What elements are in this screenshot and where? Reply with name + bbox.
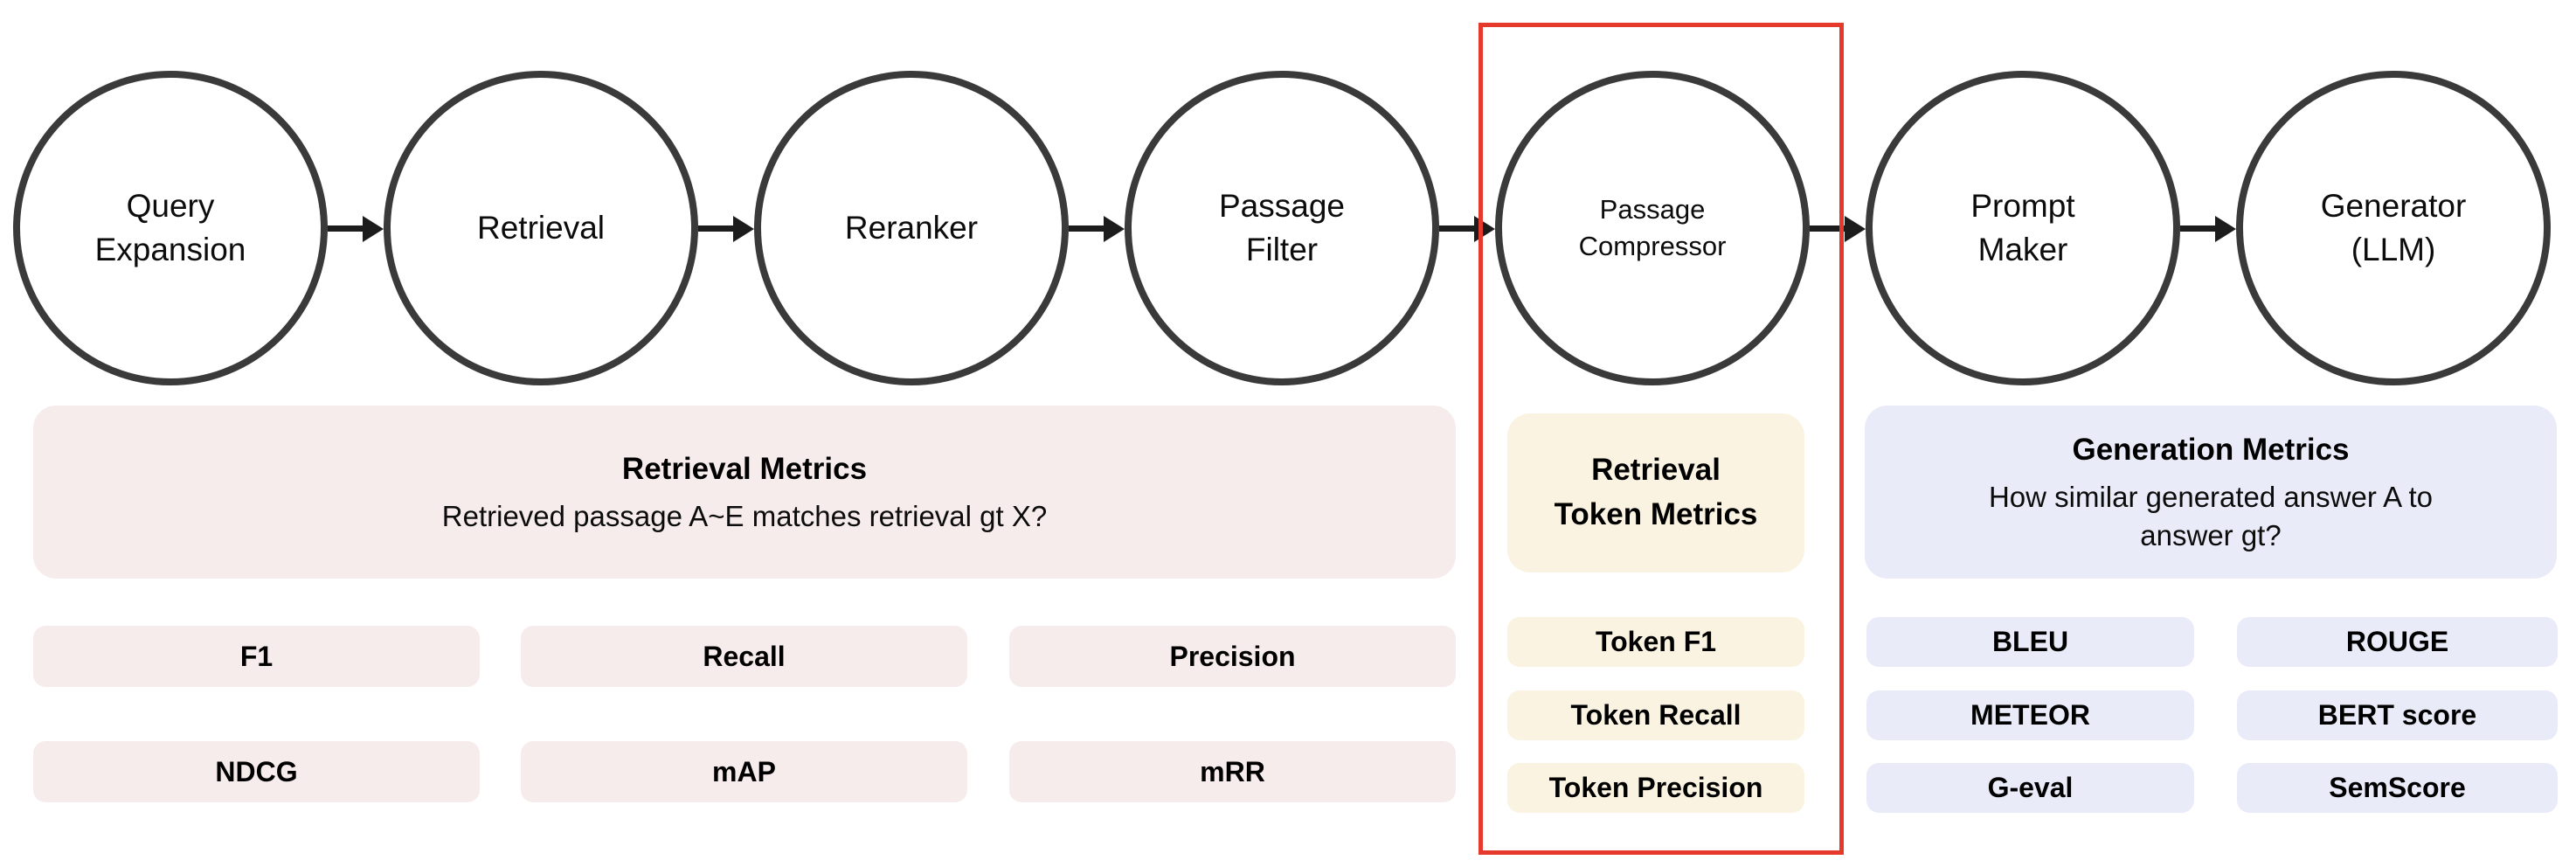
pill-mrr: mRR <box>1009 741 1456 802</box>
retrieval-metrics-subtitle: Retrieved passage A~E matches retrieval … <box>441 500 1048 533</box>
retrieval-metrics-panel: Retrieval Metrics Retrieved passage A~E … <box>33 406 1456 579</box>
generation-metrics-subtitle: How similar generated answer A to answer… <box>1988 480 2434 552</box>
node-label-query-expansion: Query Expansion <box>94 188 246 267</box>
pill-semscore: SemScore <box>2237 763 2558 813</box>
retrieval-metrics-title: Retrieval Metrics <box>621 452 868 487</box>
node-reranker: Reranker <box>754 71 1069 385</box>
node-label-passage-compressor: Passage Compressor <box>1578 194 1727 261</box>
generation-metrics-panel: Generation Metrics How similar generated… <box>1865 406 2557 579</box>
pill-bert-score: BERT score <box>2237 690 2558 740</box>
pill-bleu: BLEU <box>1866 617 2194 667</box>
node-prompt-maker: Prompt Maker <box>1866 71 2180 385</box>
arrow-right-icon <box>1069 225 1104 232</box>
arrow-right-icon <box>2180 225 2215 232</box>
arrow-right-icon <box>328 225 363 232</box>
node-passage-filter: Passage Filter <box>1125 71 1439 385</box>
node-label-prompt-maker: Prompt Maker <box>1970 188 2075 267</box>
retrieval-token-metrics-panel: Retrieval Token Metrics <box>1507 413 1804 572</box>
node-label-passage-filter: Passage Filter <box>1219 188 1345 267</box>
generation-metrics-title: Generation Metrics <box>2072 433 2350 468</box>
pill-ndcg: NDCG <box>33 741 480 802</box>
retrieval-token-metrics-title: Retrieval Token Metrics <box>1554 453 1758 531</box>
node-label-generator-llm: Generator (LLM) <box>2320 188 2467 267</box>
pill-precision: Precision <box>1009 626 1456 687</box>
arrow-right-icon <box>1439 225 1474 232</box>
passage-compressor-highlight-box <box>1478 23 1844 855</box>
pill-f1: F1 <box>33 626 480 687</box>
node-label-retrieval: Retrieval <box>477 210 605 246</box>
pill-map: mAP <box>521 741 967 802</box>
node-retrieval: Retrieval <box>384 71 698 385</box>
node-query-expansion: Query Expansion <box>13 71 328 385</box>
pill-token-recall: Token Recall <box>1507 690 1804 740</box>
pill-meteor: METEOR <box>1866 690 2194 740</box>
pill-token-precision: Token Precision <box>1507 763 1804 813</box>
arrow-right-icon <box>698 225 733 232</box>
pill-recall: Recall <box>521 626 967 687</box>
pill-g-eval: G-eval <box>1866 763 2194 813</box>
node-label-reranker: Reranker <box>844 210 979 246</box>
pill-token-f1: Token F1 <box>1507 617 1804 667</box>
pill-rouge: ROUGE <box>2237 617 2558 667</box>
node-generator-llm: Generator (LLM) <box>2236 71 2551 385</box>
node-passage-compressor: Passage Compressor <box>1495 71 1810 385</box>
arrow-right-icon <box>1810 225 1845 232</box>
